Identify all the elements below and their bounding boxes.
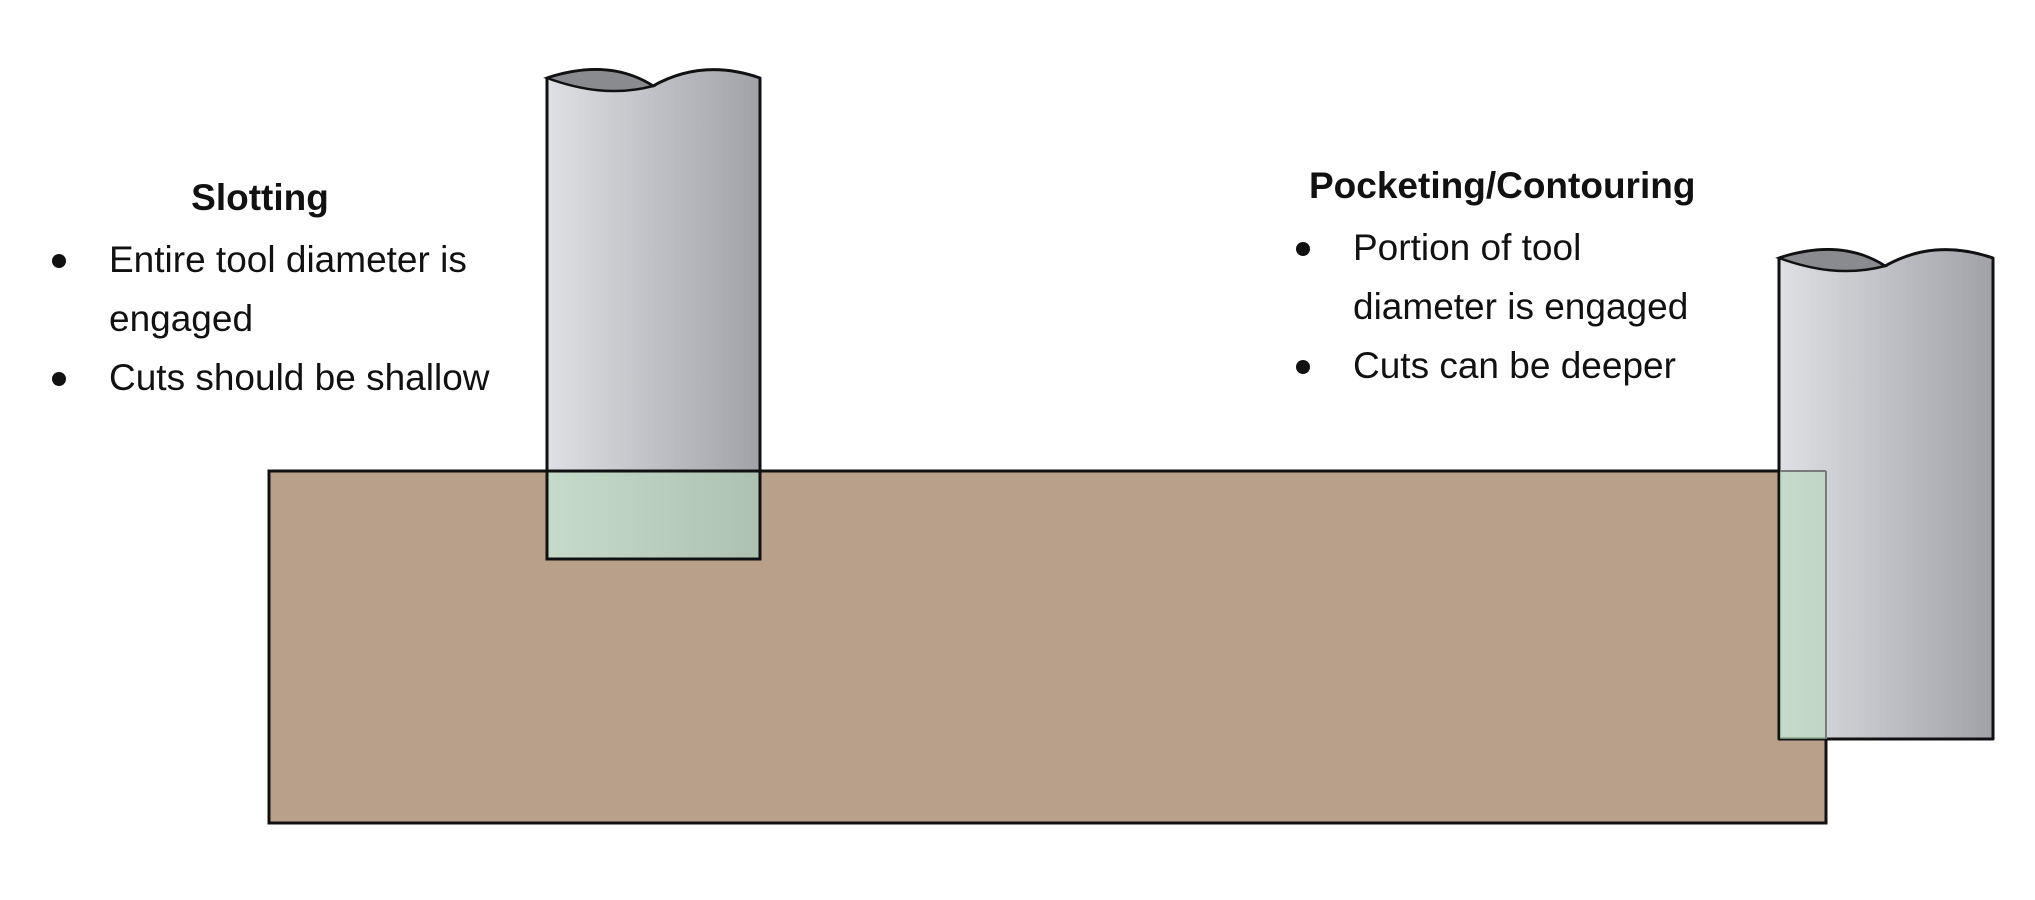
pocketing-bullet-text: Cuts can be deeper [1353,345,1676,386]
slotting-engagement-zone [547,471,760,559]
slotting-tool [543,68,762,561]
pocketing-description: Pocketing/Contouring Portion of tool dia… [1296,162,1716,395]
pocketing-tool-top-shade [1775,248,1889,273]
list-item: Cuts should be shallow [52,348,522,407]
pocketing-bullet-list: Portion of tool diameter is engaged Cuts… [1296,218,1716,395]
slotting-bullet-text: Entire tool diameter is engaged [109,239,467,339]
list-item: Portion of tool diameter is engaged [1296,218,1716,336]
pocketing-tool [1775,248,1995,741]
pocketing-engagement-zone [1780,471,1826,739]
workpiece [267,469,1828,825]
slotting-tool-outline [545,469,762,561]
slotting-tool-top-shade [543,68,657,93]
pocketing-bullet-text: Portion of tool diameter is engaged [1353,227,1689,327]
slotting-description: Slotting Entire tool diameter is engaged… [52,174,522,407]
list-item: Cuts can be deeper [1296,336,1716,395]
bullet-icon [52,254,66,268]
slotting-bullet-text: Cuts should be shallow [109,357,490,398]
slotting-title: Slotting [191,177,329,218]
pocketing-title: Pocketing/Contouring [1309,165,1696,206]
bullet-icon [52,372,66,386]
bullet-icon [1296,360,1310,374]
slotting-bullet-list: Entire tool diameter is engaged Cuts sho… [52,230,522,407]
list-item: Entire tool diameter is engaged [52,230,522,348]
bullet-icon [1296,242,1310,256]
